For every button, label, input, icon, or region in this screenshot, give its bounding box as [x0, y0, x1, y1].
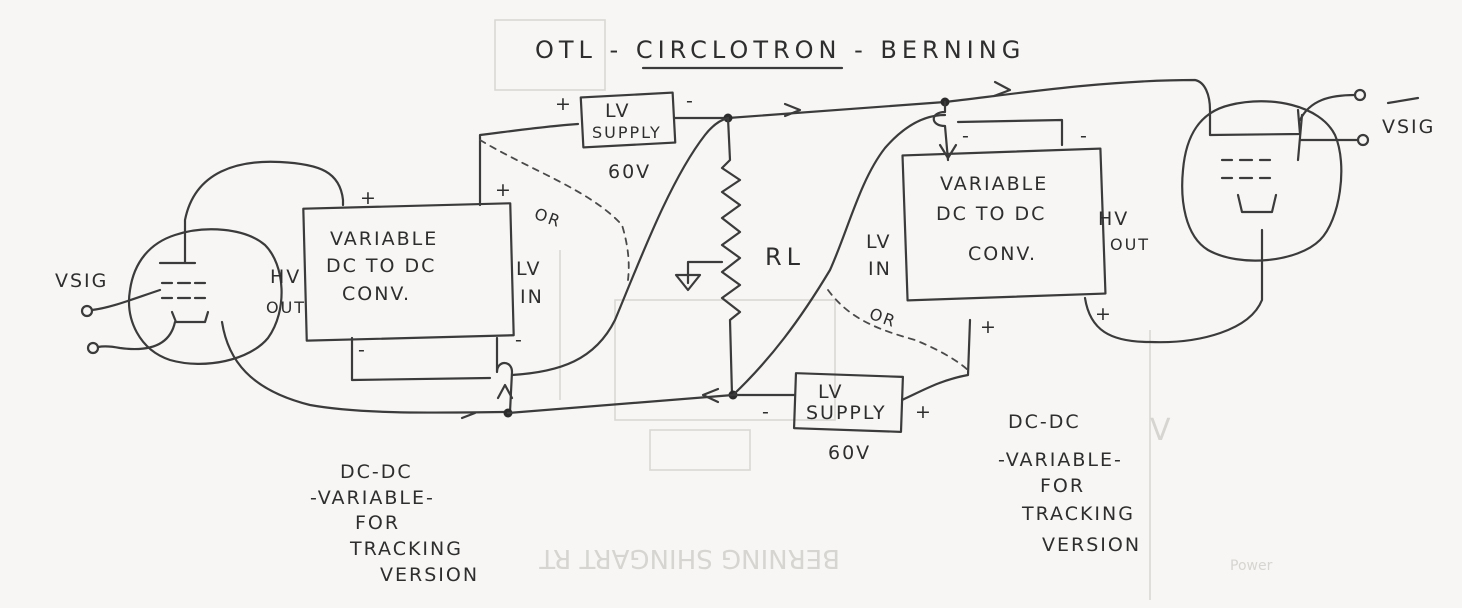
- wire-bottom-rail: [506, 393, 797, 415]
- note-right-line1: DC-DC: [1008, 411, 1081, 433]
- converter-left-hv-label: HV: [270, 266, 301, 288]
- converter-right-hv-minus: -: [1080, 125, 1089, 147]
- vsig-left-terminal-a[interactable]: [80, 304, 94, 318]
- vsig-left-terminal-b[interactable]: [86, 341, 100, 355]
- converter-left-hv-minus: -: [358, 339, 367, 361]
- ground-icon: [674, 273, 702, 292]
- wire-top-rail: [672, 78, 1212, 120]
- load-resistor: RL: [510, 113, 947, 400]
- tube-left-cathode: [170, 310, 210, 324]
- supply-bottom-box: [792, 372, 905, 433]
- supply-top-line1: LV: [605, 100, 631, 122]
- bleed-through-ghost: BERNING SHINGART RT Power V: [494, 19, 1273, 600]
- tube-right-plate: [1208, 108, 1302, 137]
- converter-left-hv-plus: +: [360, 187, 378, 209]
- wire-left-lv-minus: [495, 336, 514, 414]
- vsig-right-terminal-b[interactable]: [1356, 133, 1370, 147]
- converter-right-hv-label: HV: [1098, 208, 1129, 230]
- note-right-line5: VERSION: [1042, 534, 1141, 556]
- vsig-right-terminal-a[interactable]: [1353, 88, 1367, 102]
- wire-left-lv-plus: [478, 122, 580, 207]
- wire-left-hv-minus: [350, 336, 492, 382]
- wire-right-lv-minus: [932, 100, 950, 162]
- converter-left-lv-label: LV: [516, 258, 542, 280]
- converter-left-line1: VARIABLE: [330, 228, 438, 250]
- tube-right-envelope: [1181, 100, 1343, 262]
- note-right-line2: -VARIABLE-: [998, 449, 1123, 471]
- dashed-or-right: [827, 289, 971, 373]
- wire-right-hv-plus: [1083, 228, 1264, 344]
- load-label: RL: [765, 243, 805, 271]
- vsig-right-overbar: [1386, 96, 1420, 105]
- vsig-left-label: VSIG: [55, 270, 108, 292]
- wire-cross-right: [731, 113, 947, 397]
- converter-left-lv-plus: +: [495, 179, 513, 201]
- supply-top-voltage: 60V: [608, 161, 651, 183]
- note-left: DC-DC -VARIABLE- FOR TRACKING VERSION: [310, 461, 479, 586]
- note-right: DC-DC -VARIABLE- FOR TRACKING VERSION: [998, 411, 1141, 556]
- supply-top-minus: -: [686, 90, 695, 112]
- tube-right: VSIG: [1181, 88, 1435, 262]
- note-right-line3: FOR: [1040, 475, 1085, 497]
- note-left-line2: -VARIABLE-: [310, 487, 435, 509]
- lv-supply-top: LV SUPPLY 60V + -: [555, 78, 1212, 183]
- supply-bottom-minus: -: [762, 401, 771, 423]
- note-left-line5: VERSION: [380, 564, 479, 586]
- wire-right-hv-minus: [956, 118, 1064, 147]
- converter-right: VARIABLE DC TO DC CONV. LV IN HV OUT - -…: [827, 100, 1264, 373]
- dashed-or-left: [479, 139, 630, 281]
- wire-cross-left: [510, 116, 730, 377]
- converter-right-hv-plus: +: [1095, 303, 1113, 325]
- wire-bottom-supply-plus: [900, 318, 972, 402]
- note-left-line1: DC-DC: [340, 461, 413, 483]
- converter-right-box: [901, 147, 1107, 302]
- converter-left-line3: CONV.: [342, 283, 411, 305]
- tube-right-cathode: [1236, 193, 1278, 214]
- vsig-right-label: VSIG: [1382, 116, 1435, 138]
- converter-right-line1: VARIABLE: [940, 173, 1048, 195]
- svg-text:V: V: [1150, 413, 1171, 448]
- supply-top-line2: SUPPLY: [592, 123, 662, 142]
- converter-right-line3: CONV.: [968, 243, 1037, 265]
- converter-right-lv-minus: -: [962, 125, 971, 147]
- diagram-title: OTL - CIRCLOTRON - BERNING: [535, 36, 1025, 70]
- wire-left-cathode-return: [220, 320, 507, 414]
- converter-right-in-label: IN: [868, 258, 892, 280]
- note-left-line3: FOR: [355, 512, 400, 534]
- svg-text:Power: Power: [1230, 558, 1273, 574]
- converter-left-in-label: IN: [520, 286, 544, 308]
- converter-right-out-label: OUT: [1110, 235, 1150, 254]
- converter-left-line2: DC TO DC: [326, 255, 436, 277]
- converter-left-box: [302, 202, 515, 342]
- converter-left-lv-minus: -: [515, 329, 524, 351]
- supply-bottom-line2: SUPPLY: [806, 402, 887, 424]
- note-right-line4: TRACKING: [1021, 503, 1135, 525]
- lv-supply-bottom: LV SUPPLY 60V + -: [506, 318, 972, 464]
- svg-text:BERNING SHINGART RT: BERNING SHINGART RT: [539, 543, 840, 573]
- supply-bottom-plus: +: [915, 401, 933, 423]
- or-label-left: OR: [532, 204, 565, 231]
- supply-bottom-line1: LV: [818, 381, 844, 403]
- wire-left-plate: [183, 160, 345, 264]
- converter-left: VARIABLE DC TO DC CONV. HV OUT LV IN + +…: [266, 122, 630, 420]
- ground-lead: [686, 260, 724, 285]
- tube-left-envelope: [127, 228, 283, 365]
- supply-top-plus: +: [555, 93, 573, 115]
- supply-bottom-voltage: 60V: [828, 442, 871, 464]
- converter-right-lv-plus: +: [980, 316, 998, 338]
- or-label-right: OR: [867, 304, 900, 331]
- converter-right-line2: DC TO DC: [936, 203, 1046, 225]
- title-text: OTL - CIRCLOTRON - BERNING: [535, 36, 1025, 64]
- converter-left-out-label: OUT: [266, 298, 306, 317]
- resistor-zigzag: [720, 116, 742, 397]
- tube-left: VSIG: [55, 160, 507, 414]
- note-left-line4: TRACKING: [349, 538, 463, 560]
- converter-right-lv-label: LV: [866, 231, 892, 253]
